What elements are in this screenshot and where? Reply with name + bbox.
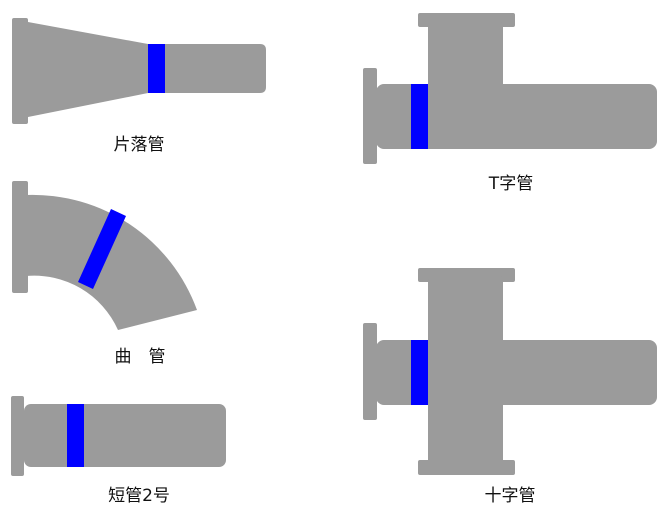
cross-band [411, 340, 428, 405]
reducer-flange [12, 18, 28, 124]
tee-fitting [363, 13, 657, 164]
tee-branch [428, 22, 503, 88]
cross-run [376, 340, 657, 405]
tee-label: T字管 [488, 174, 534, 194]
elbow-label: 曲 管 [114, 347, 166, 367]
reducer-fitting [12, 18, 266, 124]
tee-left-flange [363, 68, 377, 164]
cross-left-flange [363, 323, 377, 420]
reducer-label: 片落管 [113, 135, 165, 155]
cross-label: 十字管 [484, 486, 536, 506]
elbow-fitting [12, 181, 197, 330]
short-pipe-fitting [11, 396, 226, 476]
cross-bottom-flange [418, 460, 515, 475]
tee-band [411, 84, 428, 149]
elbow-flange [12, 181, 28, 293]
short-pipe-label: 短管2号 [108, 486, 170, 506]
cross-fitting [363, 268, 657, 475]
elbow-band [78, 209, 126, 289]
short-pipe-body [24, 404, 226, 467]
reducer-band [148, 44, 165, 93]
elbow-body [26, 194, 197, 330]
short-pipe-flange [11, 396, 24, 476]
reducer-body [28, 22, 266, 117]
tee-run [376, 84, 657, 149]
short-pipe-band [67, 404, 84, 467]
